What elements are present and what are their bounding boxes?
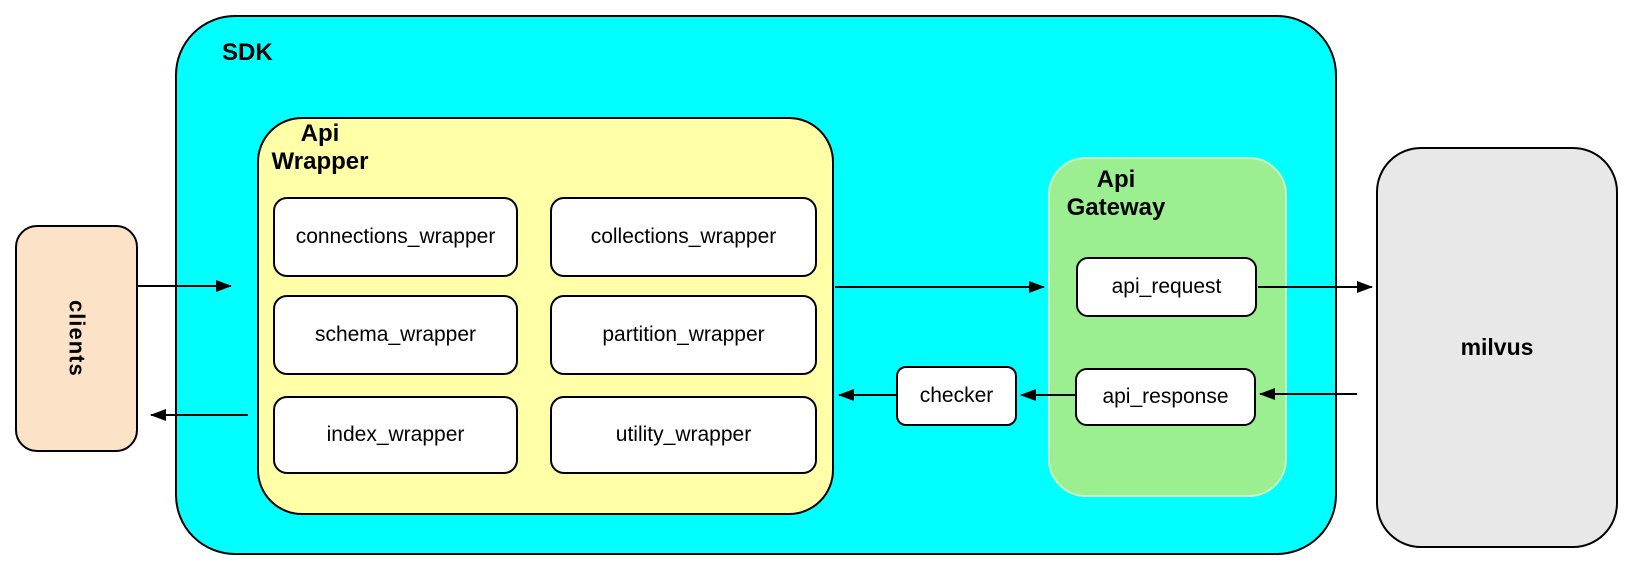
api-wrapper-label-line1: Api [300,120,340,147]
api-gateway-label-line2: Gateway [1066,193,1166,221]
clients-box: clients [15,225,138,452]
api-gateway-label: Api Gateway [1046,166,1186,222]
index-wrapper-label: index_wrapper [326,423,465,446]
api-wrapper-label-line2: Wrapper [271,147,369,175]
api-request-label: api_request [1111,275,1222,298]
checker-label: checker [919,384,994,407]
api-response-label: api_response [1102,385,1229,408]
milvus-box: milvus [1376,147,1618,548]
api-gateway-label-line1: Api [1096,166,1136,193]
schema-wrapper-box: schema_wrapper [273,295,518,375]
partition-wrapper-box: partition_wrapper [550,295,817,375]
api-request-box: api_request [1076,257,1257,317]
utility-wrapper-box: utility_wrapper [550,396,817,474]
connections-wrapper-label: connections_wrapper [295,225,496,248]
milvus-label: milvus [1460,334,1534,360]
partition-wrapper-label: partition_wrapper [602,323,765,346]
checker-box: checker [896,366,1017,426]
collections-wrapper-box: collections_wrapper [550,197,817,277]
api-wrapper-label: Api Wrapper [250,120,390,176]
sdk-label: SDK [222,39,273,66]
utility-wrapper-label: utility_wrapper [615,423,752,446]
api-response-box: api_response [1075,368,1256,426]
connections-wrapper-box: connections_wrapper [273,197,518,277]
collections-wrapper-label: collections_wrapper [590,225,777,248]
index-wrapper-box: index_wrapper [273,396,518,474]
clients-label: clients [64,300,90,377]
schema-wrapper-label: schema_wrapper [314,323,477,346]
api-gateway-container [1048,157,1287,497]
